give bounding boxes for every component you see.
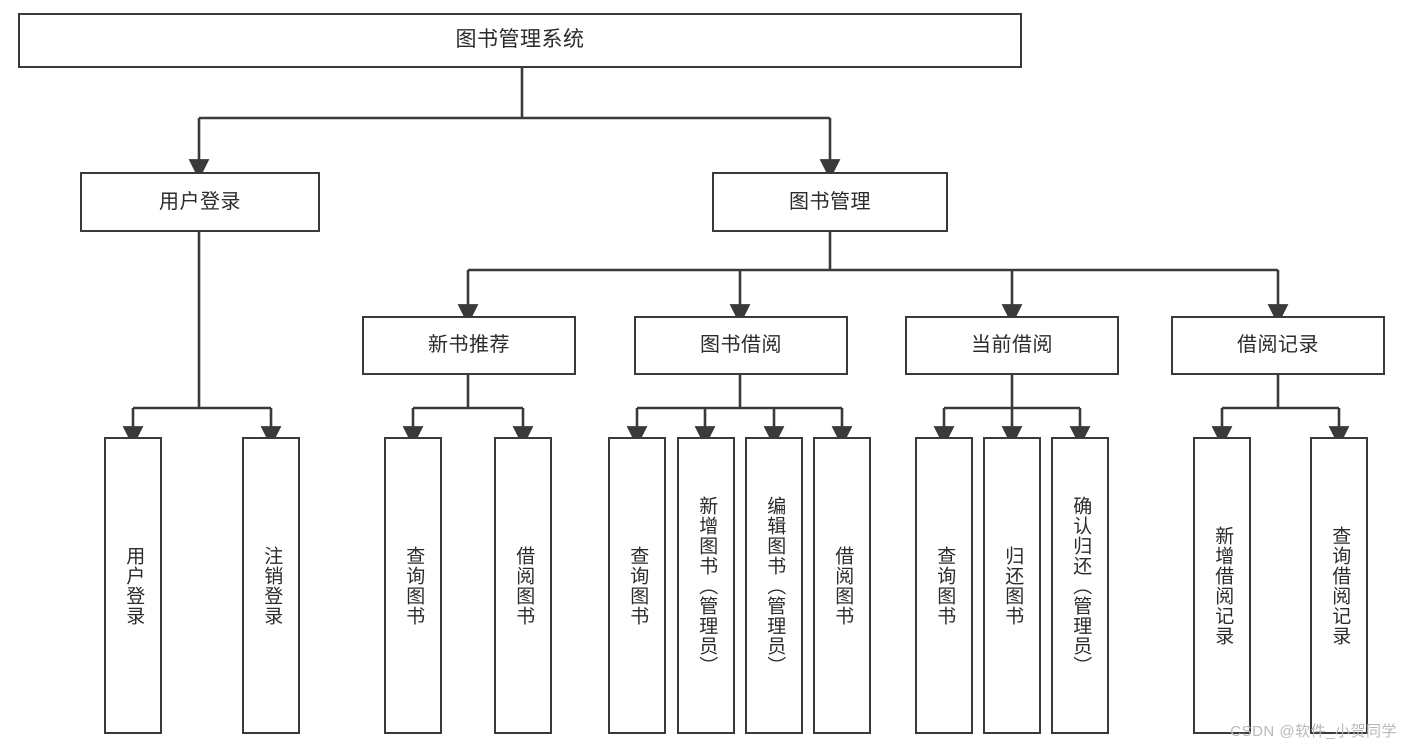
leaf-user-login[interactable]: 用户登录 [104,437,162,734]
leaf-logout-label: 注销登录 [261,545,283,626]
leaf-add-record[interactable]: 新增借阅记录 [1193,437,1251,734]
node-user-login[interactable]: 用户登录 [80,172,320,232]
node-current-borrow-label: 当前借阅 [971,334,1053,356]
leaf-query-book-3[interactable]: 查询图书 [915,437,973,734]
leaf-user-login-label: 用户登录 [123,545,145,626]
leaf-add-book-label: 新增图书（管理员） [696,495,718,676]
leaf-confirm-return-label: 确认归还（管理员） [1070,495,1092,676]
node-book-manage[interactable]: 图书管理 [712,172,948,232]
leaf-query-record[interactable]: 查询借阅记录 [1310,437,1368,734]
node-book-manage-label: 图书管理 [789,190,871,213]
leaf-query-book-2-label: 查询图书 [627,545,649,626]
leaf-query-record-label: 查询借阅记录 [1329,525,1351,646]
leaf-return-book-label: 归还图书 [1002,545,1024,626]
leaf-logout[interactable]: 注销登录 [242,437,300,734]
node-new-book-rec[interactable]: 新书推荐 [362,316,576,375]
node-book-borrow[interactable]: 图书借阅 [634,316,848,375]
node-user-login-label: 用户登录 [159,190,241,213]
leaf-borrow-book-2-label: 借阅图书 [832,545,854,626]
leaf-query-book-2[interactable]: 查询图书 [608,437,666,734]
leaf-borrow-book-1-label: 借阅图书 [513,545,535,626]
leaf-return-book[interactable]: 归还图书 [983,437,1041,734]
leaf-edit-book-label: 编辑图书（管理员） [764,495,786,676]
leaf-query-book-1-label: 查询图书 [403,545,425,626]
leaf-borrow-book-2[interactable]: 借阅图书 [813,437,871,734]
leaf-query-book-1[interactable]: 查询图书 [384,437,442,734]
watermark: CSDN @软件_小贺同学 [1230,723,1397,740]
leaf-add-book[interactable]: 新增图书（管理员） [677,437,735,734]
leaf-confirm-return[interactable]: 确认归还（管理员） [1051,437,1109,734]
node-root-label: 图书管理系统 [455,28,585,52]
leaf-borrow-book-1[interactable]: 借阅图书 [494,437,552,734]
leaf-edit-book[interactable]: 编辑图书（管理员） [745,437,803,734]
leaf-add-record-label: 新增借阅记录 [1212,525,1234,646]
node-root[interactable]: 图书管理系统 [18,13,1022,68]
node-book-borrow-label: 图书借阅 [700,334,782,356]
leaf-query-book-3-label: 查询图书 [934,545,956,626]
node-borrow-record[interactable]: 借阅记录 [1171,316,1385,375]
node-current-borrow[interactable]: 当前借阅 [905,316,1119,375]
node-borrow-record-label: 借阅记录 [1237,334,1319,356]
node-new-book-rec-label: 新书推荐 [428,334,510,356]
